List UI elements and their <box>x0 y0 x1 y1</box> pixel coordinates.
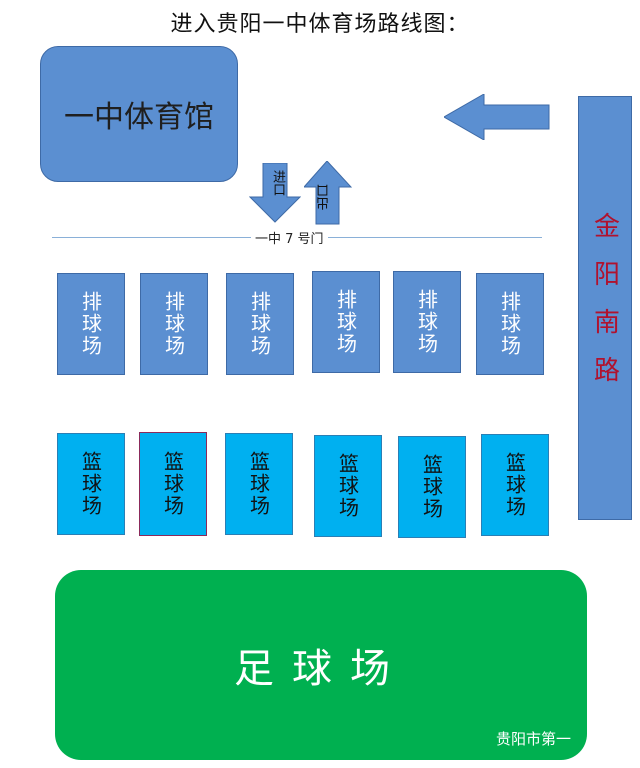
basketball-court: 篮球场 <box>225 433 293 535</box>
football-field: 足球场 <box>55 570 587 760</box>
page-title: 进入贵阳一中体育场路线图： <box>170 12 470 37</box>
court-label: 篮球场 <box>419 454 444 520</box>
court-label: 篮球场 <box>246 451 271 517</box>
field-label: 足球场 <box>234 646 408 692</box>
court-label: 排球场 <box>497 291 522 357</box>
gymnasium-label: 一中体育馆 <box>64 100 214 135</box>
court-label: 篮球场 <box>335 453 360 519</box>
volleyball-court: 排球场 <box>476 273 544 375</box>
volleyball-court: 排球场 <box>226 273 294 375</box>
watermark: 贵阳市第一 <box>496 730 572 748</box>
gate-label: 一中 7 号门 <box>251 228 328 247</box>
road-label: 金阳南路 <box>589 212 620 404</box>
volleyball-court: 排球场 <box>312 271 380 373</box>
volleyball-court: 排球场 <box>393 271 461 373</box>
court-label: 排球场 <box>161 291 186 357</box>
basketball-court: 篮球场 <box>139 432 207 536</box>
volleyball-court: 排球场 <box>57 273 125 375</box>
entrance-label: 进口 <box>270 170 285 196</box>
court-label: 排球场 <box>414 289 439 355</box>
exit-arrow-icon <box>304 161 352 225</box>
entrance-arrow-icon <box>249 163 301 223</box>
court-label: 篮球场 <box>160 451 185 517</box>
jinyang-south-road: 金阳南路 <box>578 96 632 520</box>
basketball-court: 篮球场 <box>314 435 382 537</box>
basketball-court: 篮球场 <box>481 434 549 536</box>
gymnasium: 一中体育馆 <box>40 46 238 182</box>
court-label: 排球场 <box>247 291 272 357</box>
basketball-court: 篮球场 <box>398 436 466 538</box>
exit-label: 出口 <box>317 184 332 210</box>
court-label: 篮球场 <box>78 451 103 517</box>
court-label: 排球场 <box>333 289 358 355</box>
volleyball-court: 排球场 <box>140 273 208 375</box>
left-arrow-icon <box>444 94 550 140</box>
basketball-court: 篮球场 <box>57 433 125 535</box>
court-label: 篮球场 <box>502 452 527 518</box>
court-label: 排球场 <box>78 291 103 357</box>
